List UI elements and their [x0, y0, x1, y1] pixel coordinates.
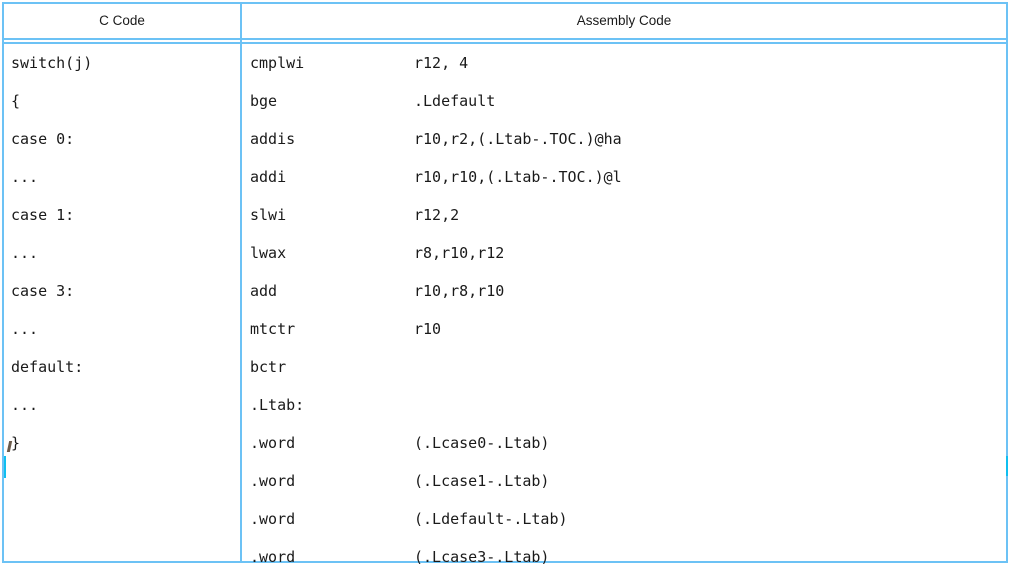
- code-comparison-table: C Code Assembly Code switch(j) { case 0:..…: [2, 2, 1008, 566]
- c-code-line: {: [11, 92, 21, 110]
- c-code-line: ...: [11, 168, 39, 186]
- assembly-operand: (.Lcase1-.Ltab): [414, 472, 550, 490]
- assembly-operand: (.Ldefault-.Ltab): [414, 510, 568, 528]
- c-code-line: }: [11, 434, 21, 452]
- c-code-line: switch(j): [11, 54, 93, 72]
- c-code-line: [4, 462, 240, 500]
- assembly-mnemonic: mtctr: [250, 320, 296, 338]
- assembly-operand: r10,r10,(.Ltab-.TOC.)@l: [414, 168, 622, 186]
- assembly-line: cmplwi r12, 4: [242, 44, 1006, 82]
- left-border-highlight: [4, 456, 6, 478]
- assembly-line: .word (.Ldefault-.Ltab): [242, 500, 1006, 538]
- assembly-mnemonic: cmplwi: [250, 54, 305, 72]
- assembly-mnemonic: bge: [250, 92, 278, 110]
- assembly-mnemonic: .word: [250, 510, 296, 528]
- assembly-mnemonic: addis: [250, 130, 296, 148]
- assembly-operand: .Ldefault: [414, 92, 496, 110]
- assembly-line: add r10,r8,r10: [242, 272, 1006, 310]
- c-code-line: case 0:: [11, 130, 75, 148]
- assembly-line: .Ltab:: [242, 386, 1006, 424]
- c-code-line: [4, 500, 240, 538]
- column-divider: [240, 4, 242, 561]
- c-code-line: case 3:: [11, 282, 75, 300]
- column-header-assembly-code: Assembly Code: [576, 13, 672, 28]
- assembly-mnemonic: addi: [250, 168, 287, 186]
- assembly-mnemonic: .word: [250, 548, 296, 566]
- assembly-line: .word (.Lcase0-.Ltab): [242, 424, 1006, 462]
- assembly-mnemonic: .word: [250, 472, 296, 490]
- assembly-line: addis r10,r2,(.Ltab-.TOC.)@ha: [242, 120, 1006, 158]
- assembly-operand: (.Lcase0-.Ltab): [414, 434, 550, 452]
- assembly-mnemonic: add: [250, 282, 278, 300]
- c-code-line: ...: [11, 396, 39, 414]
- assembly-line: lwax r8,r10,r12: [242, 234, 1006, 272]
- right-border-highlight: [1006, 456, 1008, 476]
- assembly-line: addi r10,r10,(.Ltab-.TOC.)@l: [242, 158, 1006, 196]
- assembly-operand: r12,2: [414, 206, 460, 224]
- c-code-line: case 1:: [11, 206, 75, 224]
- assembly-code-column: cmplwi r12, 4 bge .Ldefault addis r10,r2,(.Lt…: [242, 44, 1006, 566]
- assembly-line: slwi r12,2: [242, 196, 1006, 234]
- c-code-line: default:: [11, 358, 84, 376]
- c-code-line: ...: [11, 320, 39, 338]
- assembly-operand: (.Lcase3-.Ltab): [414, 548, 550, 566]
- assembly-line: bctr: [242, 348, 1006, 386]
- c-code-line: ...: [11, 244, 39, 262]
- header-rule-upper: [4, 38, 1006, 40]
- c-code-column: switch(j) { case 0:... case 1:... case 3:...…: [4, 44, 240, 561]
- column-header-c-code: C Code: [99, 13, 145, 28]
- assembly-line: mtctr r10: [242, 310, 1006, 348]
- assembly-line: bge .Ldefault: [242, 82, 1006, 120]
- assembly-operand: r8,r10,r12: [414, 244, 505, 262]
- assembly-mnemonic: slwi: [250, 206, 287, 224]
- assembly-operand: r12, 4: [414, 54, 469, 72]
- assembly-line: .word (.Lcase1-.Ltab): [242, 462, 1006, 500]
- assembly-mnemonic: bctr: [250, 358, 287, 376]
- assembly-mnemonic: .word: [250, 434, 296, 452]
- table-header-row: C Code Assembly Code: [4, 4, 1006, 38]
- assembly-line: .word (.Lcase3-.Ltab): [242, 538, 1006, 576]
- assembly-mnemonic: .Ltab:: [250, 396, 305, 414]
- assembly-operand: r10: [414, 320, 442, 338]
- assembly-operand: r10,r8,r10: [414, 282, 505, 300]
- assembly-mnemonic: lwax: [250, 244, 287, 262]
- assembly-operand: r10,r2,(.Ltab-.TOC.)@ha: [414, 130, 622, 148]
- header-rule-lower: [4, 42, 1006, 44]
- table-body: switch(j) { case 0:... case 1:... case 3:...…: [4, 44, 1006, 566]
